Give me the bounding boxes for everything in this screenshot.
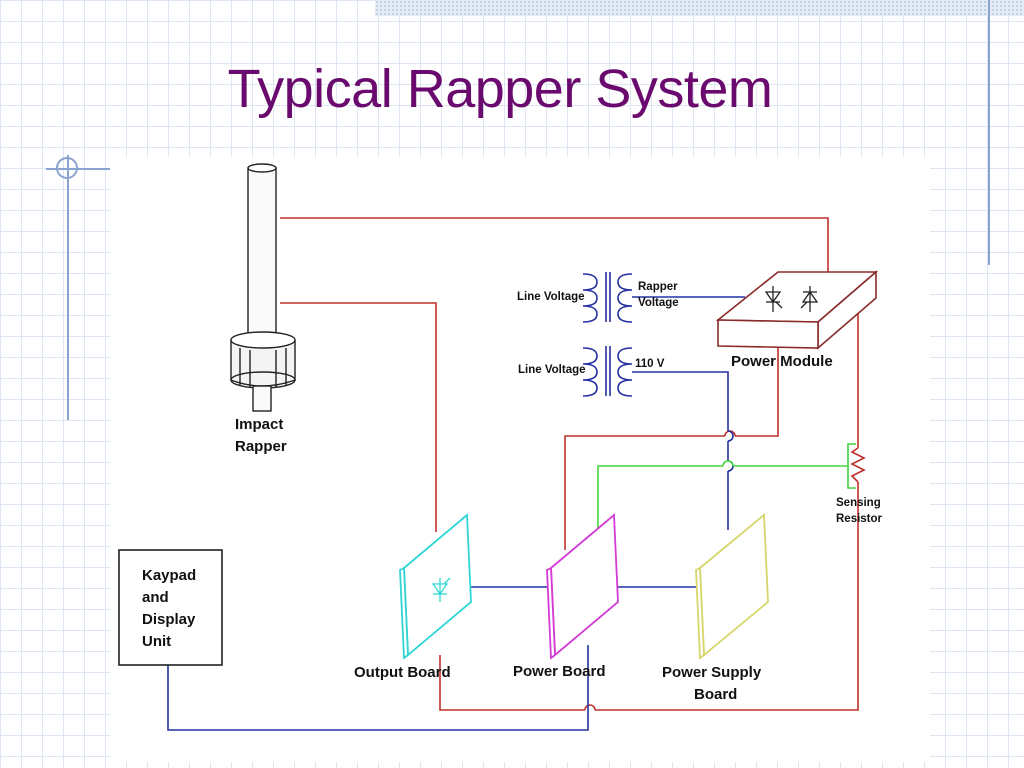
power-board-label: Power Board (513, 663, 606, 680)
red-wires (280, 217, 859, 711)
keypad-label: Display (142, 611, 196, 628)
impact-rapper-label: Rapper (235, 438, 287, 455)
top-decorative-band (375, 0, 1024, 16)
power-supply-board-label: Power Supply (662, 664, 762, 681)
green-wire (597, 443, 856, 530)
power-supply-board-label: Board (694, 686, 737, 703)
110v-label: 110 V (635, 358, 665, 370)
power-module (715, 270, 879, 350)
power-module-label: Power Module (731, 353, 833, 370)
line-voltage-label: Line Voltage (517, 291, 585, 303)
line-voltage-label: Line Voltage (518, 364, 586, 376)
slide-title: Typical Rapper System (227, 59, 773, 119)
sensing-resistor-label: Resistor (836, 513, 883, 525)
power-board (546, 513, 619, 660)
blue-wire-hop-1 (727, 430, 734, 442)
transformer-2-primary-coil (582, 347, 598, 397)
blue-wires (167, 272, 745, 731)
diode-icon (431, 577, 451, 602)
sensing-resistor (850, 447, 866, 483)
decorative-vertical-line (988, 0, 990, 265)
red-wire-to-power-board (564, 435, 725, 550)
red-wire-rapper-to-power-module (280, 217, 829, 274)
keypad-display-unit (118, 549, 223, 666)
blue-wire-110v (632, 371, 729, 431)
keypad-label: and (142, 589, 169, 606)
output-board (399, 513, 472, 660)
red-wire-to-resistor (595, 482, 859, 711)
red-wire-bottom-loop (439, 655, 585, 711)
transformer-1-secondary-coil (617, 273, 633, 323)
decorative-horizontal-line (46, 168, 110, 170)
red-wire-power-module-to-power-board (735, 348, 779, 437)
sensing-resistor-label: Sensing (836, 497, 881, 509)
decorative-vertical-line (67, 155, 69, 420)
transformer-2-secondary-coil (617, 347, 633, 397)
transformer-1-primary-coil (582, 273, 598, 323)
keypad-label: Kaypad (142, 567, 196, 584)
rapper-voltage-label: Rapper (638, 281, 678, 293)
red-wire-crossover-hop-bottom (584, 704, 596, 711)
decorative-circle-icon (56, 157, 78, 179)
rapper-voltage-label: Voltage (638, 297, 679, 309)
output-board-label: Output Board (354, 664, 451, 681)
scr-icon (764, 286, 819, 312)
diagram-panel (110, 157, 930, 762)
power-supply-board (695, 513, 769, 660)
red-wire-rapper-to-output-board (280, 302, 437, 532)
impact-rapper (230, 163, 296, 412)
blue-wire-keypad-to-power-board (167, 645, 589, 731)
keypad-label: Unit (142, 633, 171, 650)
impact-rapper-label: Impact (235, 416, 283, 433)
